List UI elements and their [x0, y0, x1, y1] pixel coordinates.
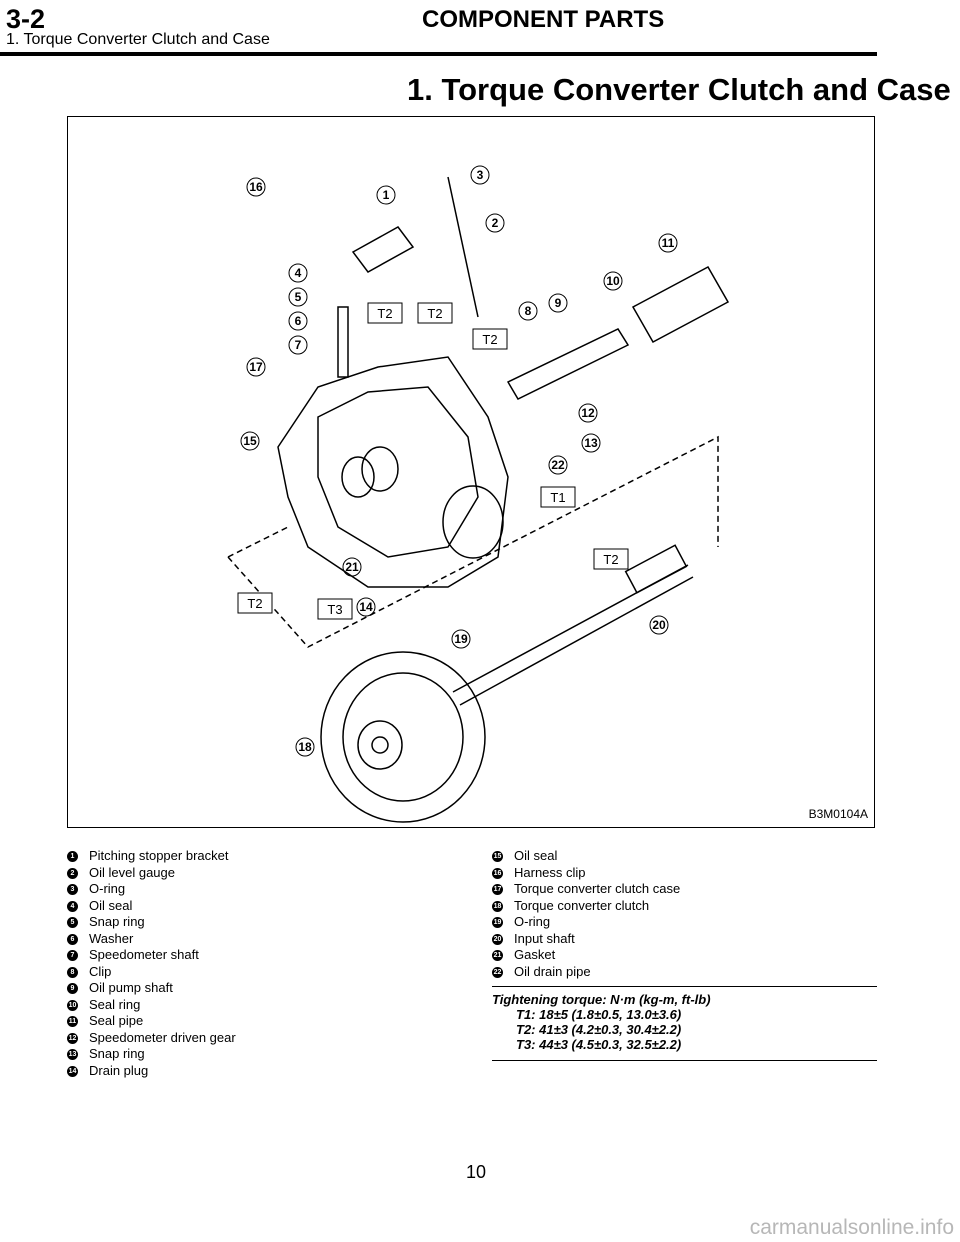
torque-heading: Tightening torque: N·m (kg-m, ft-lb)	[492, 992, 711, 1007]
exploded-diagram: 16 1 3 2 11 10 9 8 4 5 6 7 17 15 12 13 2…	[67, 116, 875, 828]
callout-20: 20	[649, 615, 669, 635]
callout-4: 4	[288, 263, 308, 283]
figure-id: B3M0104A	[808, 807, 868, 821]
torque-tag-t2: T2	[417, 302, 453, 324]
svg-text:T2: T2	[377, 306, 392, 321]
svg-text:21: 21	[345, 560, 359, 574]
svg-text:16: 16	[249, 180, 263, 194]
callout-15: 15	[240, 431, 260, 451]
svg-text:12: 12	[581, 406, 595, 420]
callout-3: 3	[470, 165, 490, 185]
callout-14: 14	[356, 597, 376, 617]
torque-tag-t1: T1	[540, 486, 576, 508]
section-subtitle: 1. Torque Converter Clutch and Case	[6, 31, 270, 48]
torque-tag-t3: T3	[317, 598, 353, 620]
svg-text:3: 3	[477, 168, 484, 182]
page-title: 1. Torque Converter Clutch and Case	[407, 72, 951, 107]
callout-9: 9	[548, 293, 568, 313]
svg-text:T1: T1	[550, 490, 565, 505]
callout-13: 13	[581, 433, 601, 453]
torque-t2: T2: 41±3 (4.2±0.3, 30.4±2.2)	[516, 1022, 682, 1037]
callout-6: 6	[288, 311, 308, 331]
torque-t3: T3: 44±3 (4.5±0.3, 32.5±2.2)	[516, 1037, 682, 1052]
torque-tag-t2: T2	[367, 302, 403, 324]
svg-text:T2: T2	[603, 552, 618, 567]
diagram-drawing: 16 1 3 2 11 10 9 8 4 5 6 7 17 15 12 13 2…	[227, 165, 730, 823]
callout-7: 7	[288, 335, 308, 355]
svg-text:T2: T2	[427, 306, 442, 321]
svg-text:2: 2	[492, 216, 499, 230]
page-number: 10	[466, 1162, 487, 1182]
callout-2: 2	[485, 213, 505, 233]
svg-text:20: 20	[652, 618, 666, 632]
callout-5: 5	[288, 287, 308, 307]
header-rule	[0, 52, 877, 56]
callout-1: 1	[376, 185, 396, 205]
svg-text:15: 15	[243, 434, 257, 448]
callout-10: 10	[603, 271, 623, 291]
callout-17: 17	[246, 357, 266, 377]
svg-text:14: 14	[359, 600, 373, 614]
svg-text:18: 18	[298, 740, 312, 754]
svg-text:13: 13	[584, 436, 598, 450]
torque-tag-t2: T2	[593, 548, 629, 570]
callout-12: 12	[578, 403, 598, 423]
callout-22: 22	[548, 455, 568, 475]
callout-18: 18	[295, 737, 315, 757]
svg-text:7: 7	[295, 338, 302, 352]
torque-converter-shape	[320, 651, 486, 823]
svg-text:10: 10	[606, 274, 620, 288]
callout-16: 16	[246, 177, 266, 197]
svg-text:1: 1	[383, 188, 390, 202]
torque-tag-t2: T2	[472, 328, 508, 350]
tightening-torque-box: Tightening torque: N·m (kg-m, ft-lb) T1:…	[492, 986, 877, 1061]
callout-8: 8	[518, 301, 538, 321]
svg-text:19: 19	[454, 632, 468, 646]
svg-text:11: 11	[662, 236, 675, 250]
svg-text:T2: T2	[247, 596, 262, 611]
section-code: 3-2	[6, 4, 46, 34]
svg-text:8: 8	[525, 304, 532, 318]
svg-text:T2: T2	[482, 332, 497, 347]
callout-19: 19	[451, 629, 471, 649]
torque-tag-t2: T2	[237, 592, 273, 614]
watermark: carmanualsonline.info	[749, 1216, 954, 1239]
svg-text:6: 6	[295, 314, 302, 328]
callout-11: 11	[658, 233, 678, 253]
svg-text:22: 22	[551, 458, 565, 472]
svg-text:17: 17	[249, 360, 263, 374]
torque-t1: T1: 18±5 (1.8±0.5, 13.0±3.6)	[516, 1007, 682, 1022]
callout-21: 21	[342, 557, 362, 577]
svg-text:T3: T3	[327, 602, 342, 617]
svg-text:4: 4	[295, 266, 302, 280]
svg-text:5: 5	[295, 290, 302, 304]
section-title: COMPONENT PARTS	[422, 6, 665, 33]
svg-text:9: 9	[555, 296, 562, 310]
